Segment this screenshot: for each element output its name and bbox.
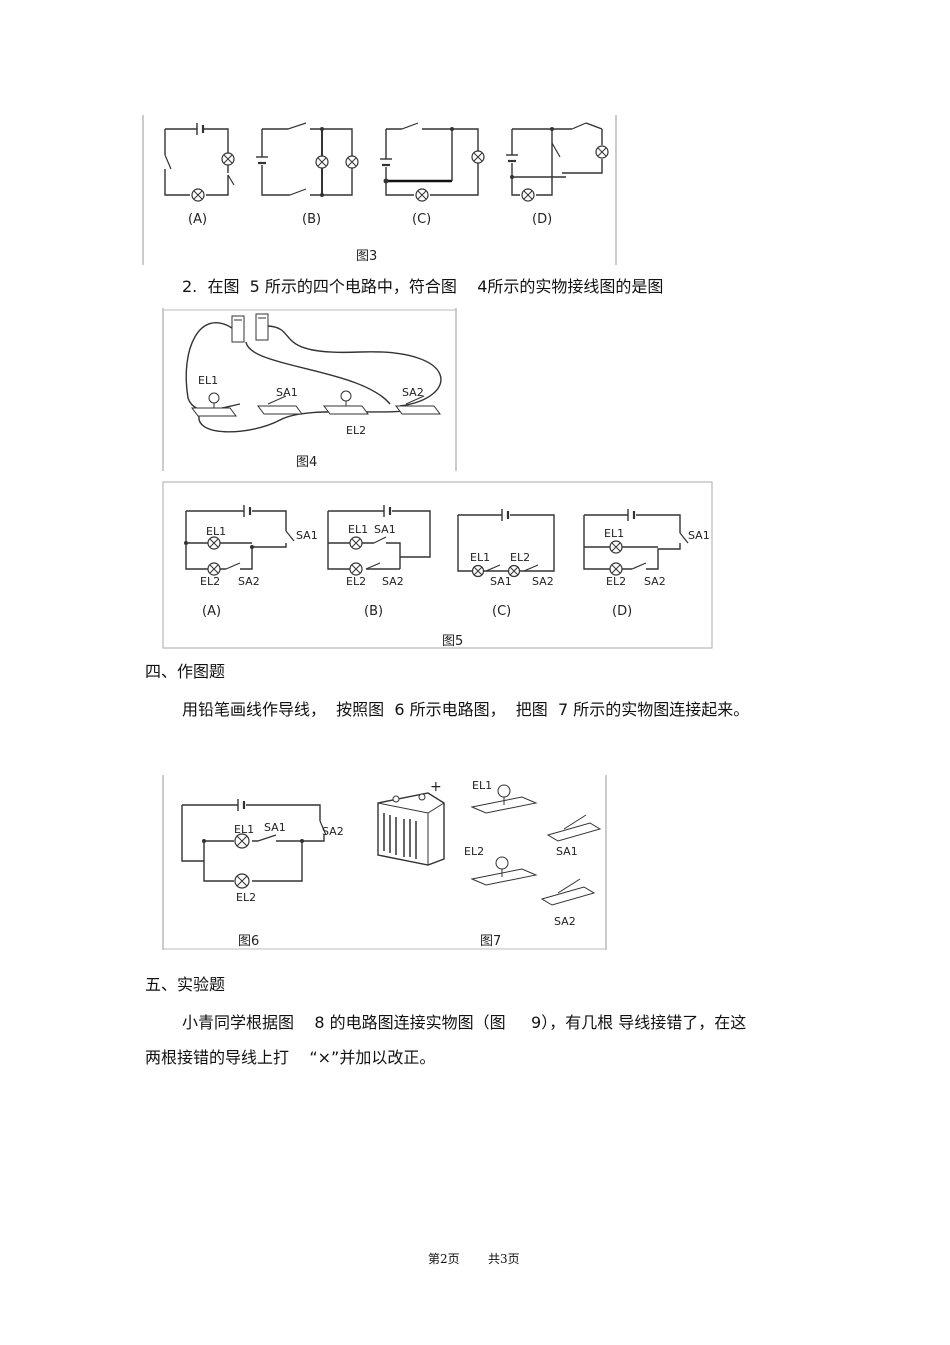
section-5-heading: 五、实验题 — [145, 975, 226, 994]
fig3-label-c: (C) — [412, 212, 431, 227]
page-total: 共3页 — [488, 1252, 520, 1266]
fig4-label-sa2: SA2 — [402, 386, 424, 399]
section-4-instruction: 用铅笔画线作导线， 按照图 6 所示电路图， 把图 7 所示的实物图连接起来。 — [182, 700, 750, 719]
circuit-5a: EL1 SA1 EL2 SA2 (A) — [184, 505, 318, 619]
circuit-5c: EL1 EL2 SA1 SA2 (C) — [457, 509, 555, 619]
svg-text:EL2: EL2 — [510, 551, 530, 564]
lamp-el2-icon — [323, 390, 369, 415]
fig3-label-d: (D) — [532, 212, 552, 227]
lamp-board-el1-icon: EL1 — [470, 779, 538, 814]
svg-text:SA1: SA1 — [296, 529, 318, 542]
switch-sa2-icon — [395, 395, 441, 415]
lamp-board-el2-icon: EL2 — [464, 845, 538, 886]
figure-3-caption: 图3 — [356, 249, 377, 264]
fig5-label-d: (D) — [612, 604, 632, 619]
fig5-label-b: (B) — [364, 604, 383, 619]
svg-text:EL2: EL2 — [346, 575, 366, 588]
figure-6-circuit: EL1 SA1 SA2 EL2 — [181, 799, 344, 904]
svg-text:EL1: EL1 — [470, 551, 490, 564]
figure-7-caption: 图7 — [480, 934, 501, 949]
fig3-label-b: (B) — [302, 212, 321, 227]
figure-3: (A) (B) (C) (D) — [142, 115, 617, 265]
svg-text:SA2: SA2 — [554, 915, 576, 928]
switch-sa1-icon — [257, 395, 303, 415]
section-5-line-2: 两根接错的导线上打 “×”并加以改正。 — [145, 1048, 436, 1067]
svg-text:SA1: SA1 — [688, 529, 710, 542]
page-number: 第2页 — [428, 1252, 460, 1266]
section-4-heading: 四、作图题 — [145, 662, 226, 681]
question-2-text: 2. 在图 5 所示的四个电路中，符合图 4所示的实物接线图的是图 — [182, 277, 664, 296]
battery-pack-icon — [231, 313, 269, 343]
svg-text:EL2: EL2 — [200, 575, 220, 588]
svg-text:SA2: SA2 — [532, 575, 554, 588]
svg-text:EL1: EL1 — [234, 823, 254, 836]
fig5-label-c: (C) — [492, 604, 511, 619]
figure-4: EL1 SA1 EL2 SA2 图4 — [162, 308, 457, 471]
svg-text:SA2: SA2 — [238, 575, 260, 588]
svg-text:SA1: SA1 — [490, 575, 512, 588]
circuit-c: (C) — [380, 122, 485, 227]
svg-text:SA2: SA2 — [322, 825, 344, 838]
circuit-b: (B) — [256, 122, 359, 227]
figure-5: EL1 SA1 EL2 SA2 (A) EL1 SA1 EL2 SA2 (B) … — [162, 481, 713, 649]
fig5-label-a: (A) — [202, 604, 221, 619]
circuit-a: (A) — [164, 123, 235, 227]
circuit-d: (D) — [506, 122, 609, 227]
svg-text:SA2: SA2 — [382, 575, 404, 588]
svg-text:SA2: SA2 — [644, 575, 666, 588]
svg-text:EL1: EL1 — [472, 779, 492, 792]
switch-board-sa2-icon: SA2 — [540, 878, 596, 928]
fig4-label-sa1: SA1 — [276, 386, 298, 399]
svg-text:EL1: EL1 — [206, 525, 226, 538]
lamp-el1-icon — [191, 392, 237, 417]
svg-text:EL1: EL1 — [604, 527, 624, 540]
figure-4-caption: 图4 — [296, 455, 317, 470]
svg-text:SA1: SA1 — [556, 845, 578, 858]
svg-text:+: + — [430, 779, 442, 795]
svg-text:EL2: EL2 — [606, 575, 626, 588]
figure-6-7: EL1 SA1 SA2 EL2 图6 + EL1 SA1 EL2 SA2 图7 — [162, 775, 607, 950]
fig4-label-el1: EL1 — [198, 374, 218, 387]
circuit-5b: EL1 SA1 EL2 SA2 (B) — [327, 505, 431, 619]
battery-box-icon: + — [377, 779, 445, 866]
section-5-line-1: 小青同学根据图 8 的电路图连接实物图（图 9），有几根 导线接错了，在这 — [182, 1013, 747, 1032]
circuit-5d: EL1 SA1 EL2 SA2 (D) — [583, 509, 710, 619]
svg-text:SA1: SA1 — [374, 523, 396, 536]
svg-text:SA1: SA1 — [264, 821, 286, 834]
figure-5-caption: 图5 — [442, 634, 463, 649]
fig4-label-el2: EL2 — [346, 424, 366, 437]
fig3-label-a: (A) — [188, 212, 207, 227]
svg-text:EL2: EL2 — [236, 891, 256, 904]
figure-6-caption: 图6 — [238, 934, 259, 949]
svg-text:EL1: EL1 — [348, 523, 368, 536]
svg-text:EL2: EL2 — [464, 845, 484, 858]
switch-board-sa1-icon: SA1 — [546, 814, 602, 858]
